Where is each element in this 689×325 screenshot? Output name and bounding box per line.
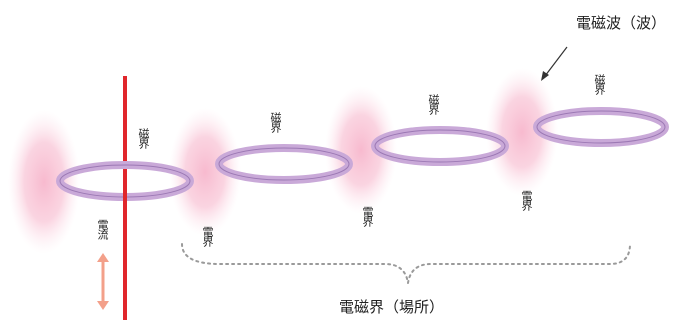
- electric-field-glow: [486, 68, 558, 196]
- em-wave-label: 電磁波（波）: [576, 14, 667, 32]
- electric-field-glow: [169, 108, 241, 236]
- magnetic-field-label: 磁界: [427, 94, 440, 114]
- magnetic-field-ring: [371, 126, 509, 166]
- magnetic-field-label: 磁界: [137, 128, 150, 148]
- magnetic-field-label: 磁界: [269, 112, 282, 132]
- dotted-curly-brace-icon: [181, 243, 631, 284]
- electric-field-glow: [8, 110, 80, 254]
- double-arrow-vertical-icon: [97, 253, 109, 310]
- electric-field-glow: [325, 86, 397, 214]
- magnetic-field-ring: [215, 144, 353, 184]
- magnetic-field-ring: [533, 107, 669, 147]
- electric-field-label: 電界: [201, 226, 214, 246]
- electric-field-label: 電界: [361, 206, 374, 226]
- em-field-place-label: 電磁界（場所）: [339, 298, 445, 316]
- current-label: 電流: [96, 219, 109, 239]
- magnetic-field-label: 磁界: [593, 74, 606, 94]
- electric-field-label: 電界: [520, 190, 533, 210]
- arrow-pointer-icon: [541, 46, 568, 81]
